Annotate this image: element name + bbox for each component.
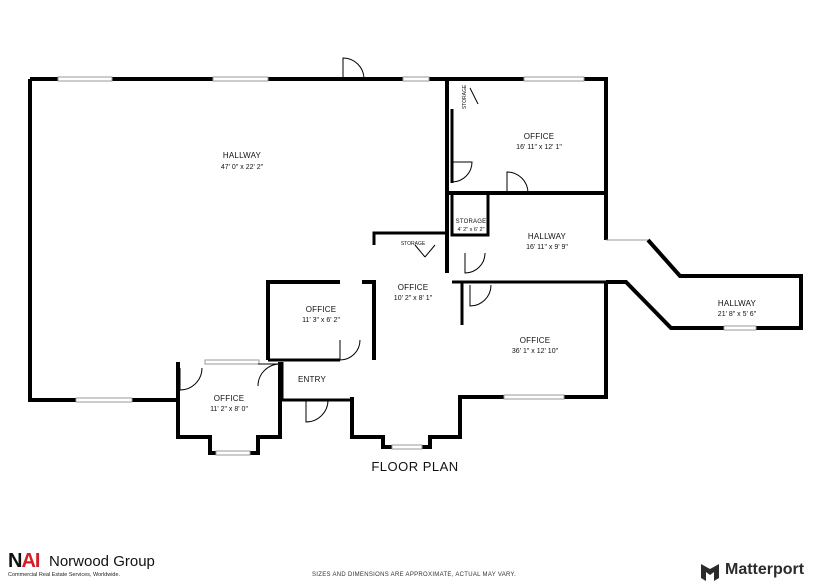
window [391,444,423,450]
door-large-office [469,284,492,307]
window [215,450,251,456]
room-dims-office-ne: 16' 11" x 12' 1" [516,144,562,151]
room-dims-hallway-east: 16' 11" x 9' 9" [526,244,568,251]
window [75,397,133,403]
closet-label: STORAGE [401,241,426,247]
exterior-walls [28,77,803,455]
door-mid-office [339,339,361,361]
brand-left-name: Norwood Group [49,553,155,570]
room-label-office-sw: OFFICE [214,394,245,403]
room-dims-office-mid: 11' 3" x 6' 2" [302,317,340,324]
door-sw-office [179,367,203,391]
room-label-office-large: OFFICE [520,336,551,345]
matterport-icon [701,564,719,581]
room-dims-office-large: 36' 1" x 12' 10" [512,348,559,355]
wall-closet [372,231,447,245]
wall-wing-top [606,238,803,330]
room-label-hallway-wing: HALLWAY [718,299,757,308]
window [723,325,757,331]
disclaimer: SIZES AND DIMENSIONS ARE APPROXIMATE, AC… [312,572,517,578]
wall-main-hallway [30,77,449,273]
nai-mark-ai: AI [21,550,40,572]
nai-mark-n: N [8,550,22,572]
room-dims-hallway-wing: 21' 8" x 5' 6" [718,311,757,318]
window [402,76,430,82]
wall-office-large [350,282,608,449]
window [204,359,260,365]
door-main-top [342,57,365,80]
window [503,394,565,400]
wall-office-mid-right [362,280,376,360]
door-entry [305,399,329,423]
brand-left-tagline: Commercial Real Estate Services, Worldwi… [8,572,121,578]
door-sw-office-2 [257,363,281,387]
windows [57,76,757,456]
wall-main-left [28,79,178,402]
door-storage-vertical [469,87,479,105]
window [57,76,113,82]
room-label-office-ne: OFFICE [524,132,555,141]
nai-mark: NAI [8,550,40,573]
wall-storage-small [450,193,490,237]
doors [179,57,529,423]
door-closet [414,244,436,258]
room-label-hallway-east: HALLWAY [528,232,567,241]
interior-walls [268,79,606,402]
room-label-hallway-main: HALLWAY [223,151,262,160]
room-dims-storage-small: 4' 2" x 6' 2" [457,227,484,233]
room-dims-office-sw: 11' 2" x 8' 0" [210,406,248,413]
door-ne-office-2 [506,171,529,194]
wall-office-mid [266,280,340,360]
room-dims-hallway-main: 47' 0" x 22' 2" [221,164,264,171]
room-label-storage-small: STORAGE [456,219,487,225]
matterport-logo: Matterport [699,560,829,584]
wall-hallway-east [488,191,608,240]
window [523,76,585,82]
room-label-office-center: OFFICE [398,283,429,292]
room-label-office-mid: OFFICE [306,305,337,314]
brand-right-name: Matterport [725,561,805,578]
window [212,76,269,82]
door-ne-office [451,161,473,183]
room-dims-office-center: 10' 2" x 8' 1" [394,295,433,302]
plan-title: FLOOR PLAN [371,459,458,474]
door-hallway-east [464,252,486,274]
room-label-entry: ENTRY [298,375,326,384]
vertical-storage-label: STORAGE [462,84,468,109]
